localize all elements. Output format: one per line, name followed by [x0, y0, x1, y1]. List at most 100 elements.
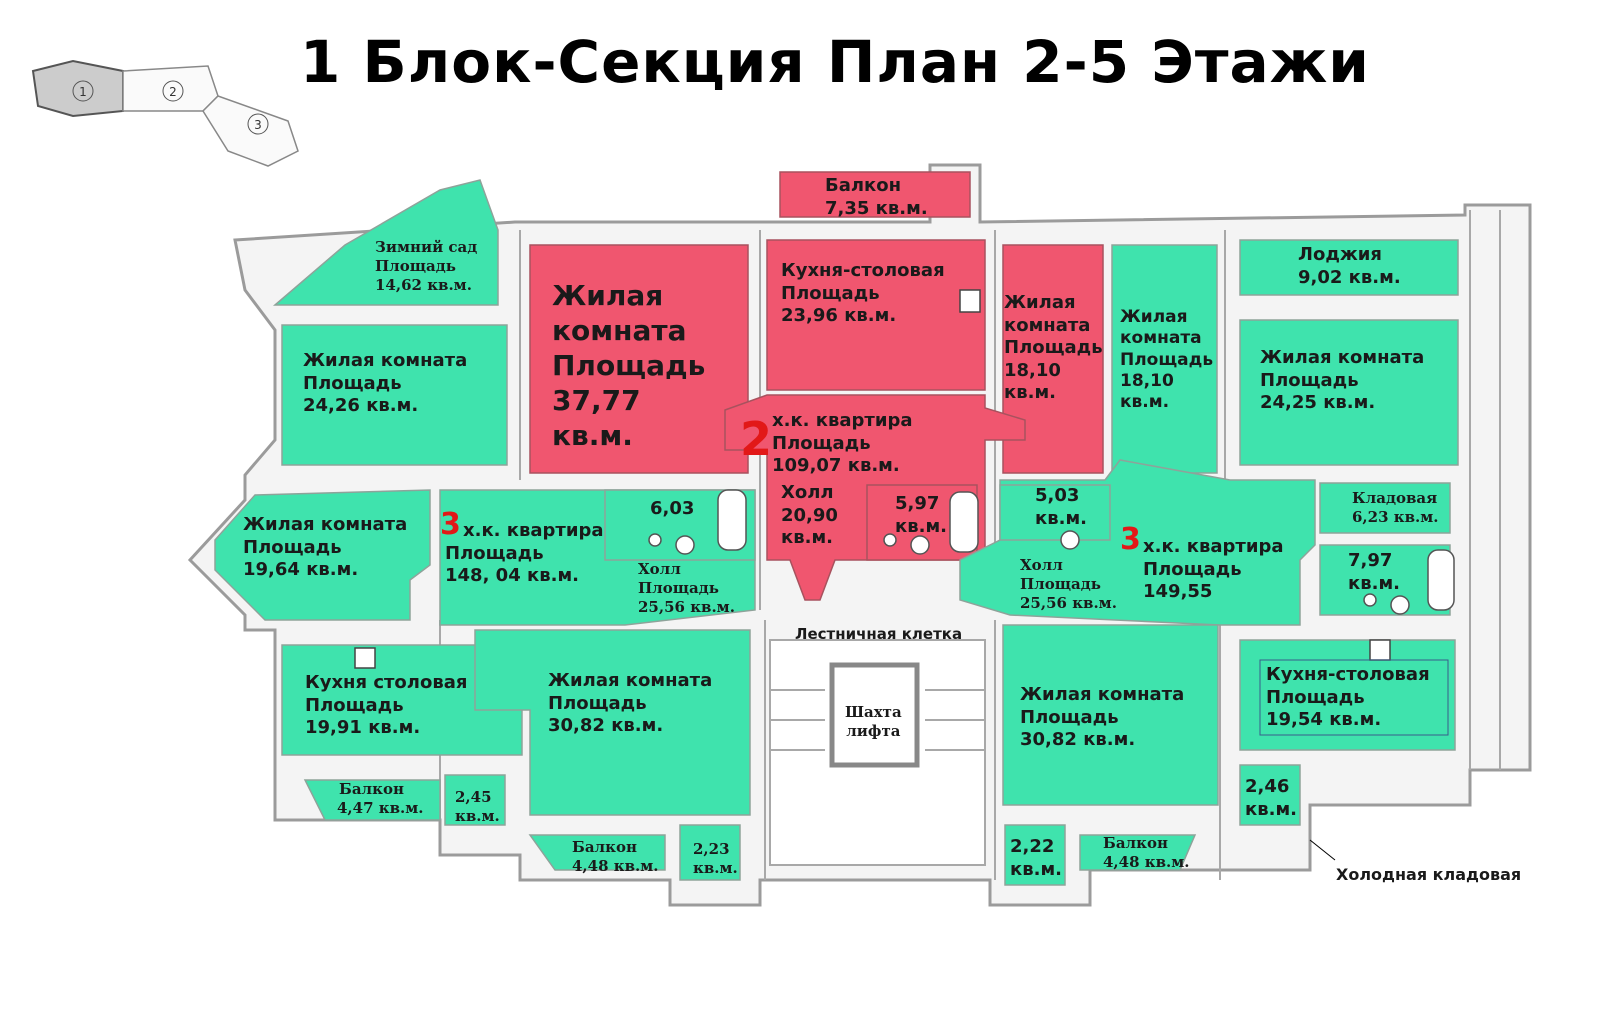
room-area: 2,46	[1245, 776, 1290, 797]
room-area-unit: кв.м.	[693, 858, 738, 877]
stove-icons	[354, 289, 1391, 669]
room-area-unit: кв.м.	[1010, 858, 1062, 880]
room-name: Кухня-столовая	[1266, 664, 1430, 685]
elevator-label-2: лифта	[846, 721, 901, 740]
room-name-2: комната	[552, 314, 687, 347]
stairwell-label: Лестничная клетка	[795, 625, 963, 643]
room-name: Холл	[638, 560, 681, 578]
apartment-area-label: Площадь	[445, 542, 544, 564]
room-name: Жилая комната	[1020, 684, 1185, 705]
apartment-name: х.к. квартира	[772, 410, 913, 431]
apartment-right-rooms	[959, 239, 1459, 886]
room-name-2: комната	[1120, 328, 1202, 349]
room-area: 2,22	[1010, 836, 1055, 857]
apartment-area: 149,55	[1143, 581, 1213, 602]
apartment-left-rooms	[214, 179, 756, 881]
apartment-right-number: 3	[1120, 522, 1141, 557]
cold-storage-leader	[1309, 839, 1336, 861]
apartment-area-label: Площадь	[1143, 558, 1242, 580]
apartment-area-label: Площадь	[772, 432, 871, 454]
room-name: Лоджия	[1298, 244, 1382, 265]
room-area: 4,48 кв.м.	[572, 856, 659, 875]
room-area: 37,77	[552, 384, 641, 417]
room-area: 19,91 кв.м.	[305, 717, 421, 738]
room-area: 4,47 кв.м.	[337, 798, 424, 817]
left-bathroom-label: 6,03	[650, 498, 694, 521]
room-area-label: Площадь	[781, 282, 880, 304]
room-area-label: Площадь	[305, 694, 404, 716]
room-area-label: Площадь	[548, 692, 647, 714]
highlight-frame	[1259, 659, 1449, 736]
room-area: 4,48 кв.м.	[1103, 852, 1190, 871]
room-area: 23,96 кв.м.	[781, 305, 897, 326]
room-area-unit: кв.м.	[781, 527, 833, 548]
room-area: 7,35 кв.м.	[825, 197, 928, 219]
apartment-left-number: 3	[440, 507, 461, 542]
room-area: 14,62 кв.м.	[375, 275, 472, 294]
room-name: Балкон	[572, 838, 637, 856]
room-name: Холл	[1020, 556, 1063, 574]
apartment-middle-number: 2	[740, 412, 773, 466]
stairwell-area	[769, 639, 986, 866]
room-area: 5,03	[1035, 485, 1080, 506]
room-area-label: Площадь	[375, 256, 456, 275]
room-area-unit: кв.м.	[1120, 392, 1170, 412]
room-name: Жилая комната	[303, 350, 468, 371]
bath-fixtures	[648, 489, 1455, 615]
locator-section-3: 3	[254, 118, 262, 132]
room-name: Холл	[781, 482, 834, 503]
room-area-unit: кв.м.	[1245, 798, 1297, 820]
room-area: 24,25 кв.м.	[1260, 392, 1376, 413]
room-area-unit: кв.м.	[1035, 507, 1087, 529]
room-area-unit: кв.м.	[1004, 382, 1056, 403]
room-name: Жилая комната	[1260, 347, 1425, 368]
room-area-unit: кв.м.	[552, 419, 633, 452]
room-area: 2,23	[693, 840, 730, 858]
room-area-label: Площадь	[1260, 369, 1359, 391]
room-name: Жилая комната	[243, 514, 408, 535]
plan-title: 1 Блок-Секция План 2-5 Этажи	[300, 28, 1370, 96]
room-area-unit: кв.м.	[455, 806, 500, 825]
room-name-2: комната	[1004, 314, 1091, 336]
room-area: 19,54 кв.м.	[1266, 709, 1382, 730]
room-name: Балкон	[1103, 834, 1168, 852]
locator-section-1: 1	[79, 85, 87, 99]
room-area-label: Площадь	[1020, 706, 1119, 728]
room-area: 20,90	[781, 504, 838, 526]
room-area-label: Площадь	[303, 372, 402, 394]
room-name: Жилая комната	[548, 670, 713, 691]
room-name-1: Жилая	[1004, 292, 1076, 313]
room-area: 19,64 кв.м.	[243, 559, 359, 580]
room-area-label: Площадь	[1120, 349, 1214, 370]
room-area: 30,82 кв.м.	[548, 715, 664, 736]
room-name: Зимний сад	[375, 238, 478, 256]
room-area-label: Площадь	[243, 536, 342, 558]
room-area-label: Площадь	[638, 578, 719, 597]
room-name-1: Жилая	[552, 279, 664, 312]
room-area-unit: кв.м.	[1348, 572, 1400, 594]
room-area: 6,03	[650, 498, 695, 519]
room-area-unit: кв.м.	[895, 515, 947, 537]
apartment-name: х.к. квартира	[463, 520, 604, 541]
